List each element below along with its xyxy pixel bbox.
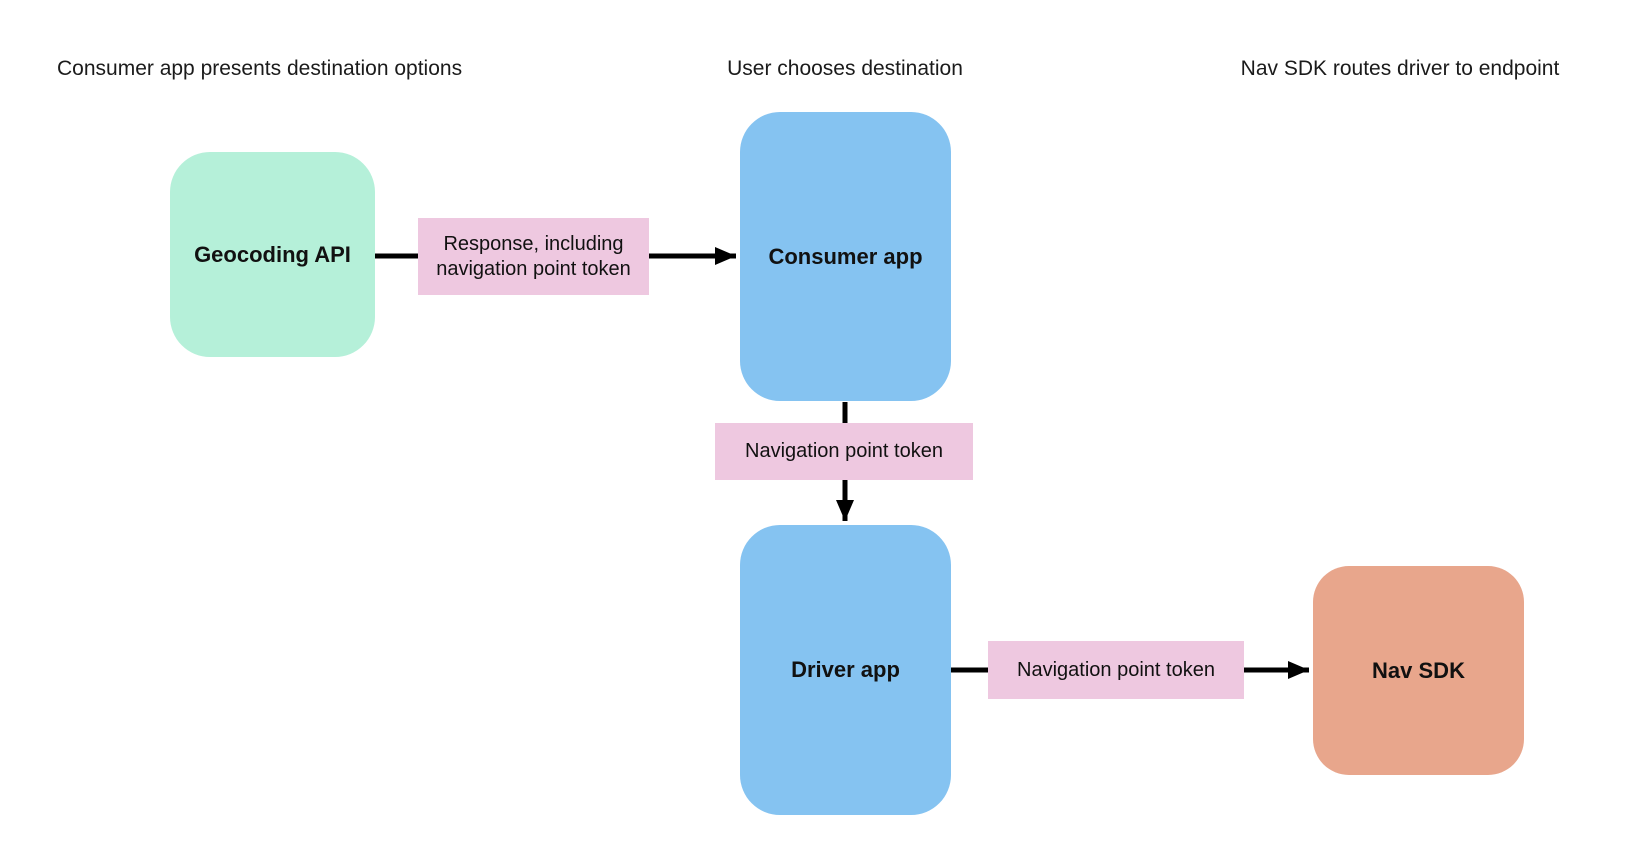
node-nav-sdk: Nav SDK: [1313, 566, 1524, 775]
edge-label-navigation-point-token-vertical: Navigation point token: [715, 423, 973, 480]
stage-header-consumer-presents: Consumer app presents destination option…: [57, 57, 463, 80]
node-consumer-app: Consumer app: [740, 112, 951, 401]
edge-label-navigation-point-token-horizontal: Navigation point token: [988, 641, 1244, 699]
stage-header-navsdk-routes: Nav SDK routes driver to endpoint: [1240, 57, 1560, 80]
stage-header-user-chooses: User chooses destination: [727, 57, 963, 80]
node-driver-app: Driver app: [740, 525, 951, 815]
edge-label-response-including-token: Response, including navigation point tok…: [418, 218, 649, 295]
node-geocoding-api: Geocoding API: [170, 152, 375, 357]
